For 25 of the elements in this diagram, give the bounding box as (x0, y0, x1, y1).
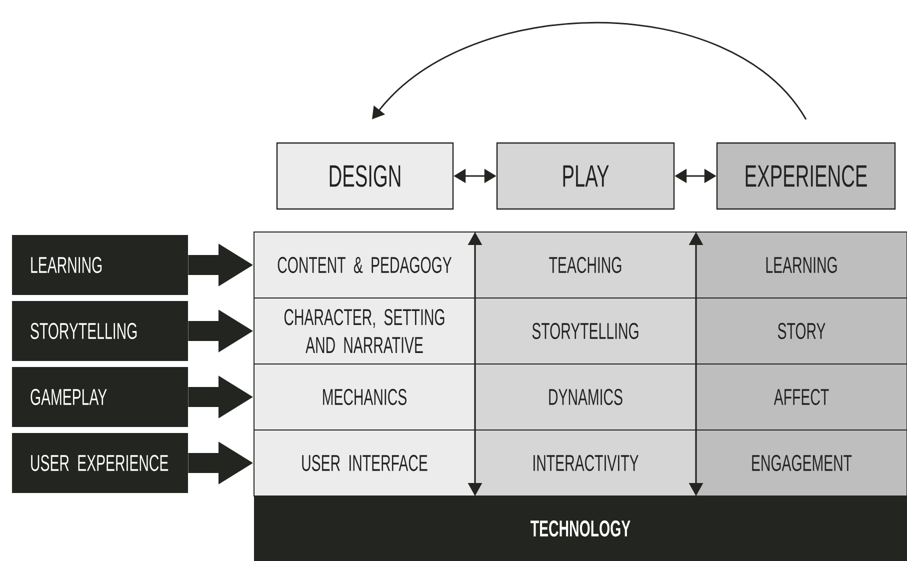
grid-cell: USER INTERFACE (254, 430, 476, 496)
node-label: STORY (778, 322, 826, 340)
category-box: STORYTELLING (12, 301, 188, 361)
category-box: GAMEPLAY (12, 367, 188, 427)
grid-cell: MECHANICS (254, 364, 476, 430)
stage-box: EXPERIENCE (716, 142, 896, 210)
node-label: ENGAGEMENT (752, 454, 852, 472)
grid-cell: STORYTELLING (474, 298, 696, 364)
grid-cell: LEARNING (696, 232, 907, 298)
grid-cell: CHARACTER, SETTING AND NARRATIVE (254, 298, 476, 364)
grid-cell: STORY (696, 298, 907, 364)
category-box: LEARNING (12, 235, 188, 295)
grid-cell: DYNAMICS (474, 364, 696, 430)
grid-cell: AFFECT (696, 364, 907, 430)
grid-cell: CONTENT & PEDAGOGY (254, 232, 476, 298)
category-box: USER EXPERIENCE (12, 433, 188, 493)
grid-cell: INTERACTIVITY (474, 430, 696, 496)
stage-box: DESIGN (276, 142, 454, 210)
grid-cell: TEACHING (474, 232, 696, 298)
grid-cell: ENGAGEMENT (696, 430, 907, 496)
curved-arrow (372, 22, 807, 120)
node-label: AFFECT (774, 388, 829, 406)
foundation-bar: TECHNOLOGY (254, 496, 907, 561)
node-label: LEARNING (766, 256, 837, 274)
stage-box: PLAY (496, 142, 675, 210)
